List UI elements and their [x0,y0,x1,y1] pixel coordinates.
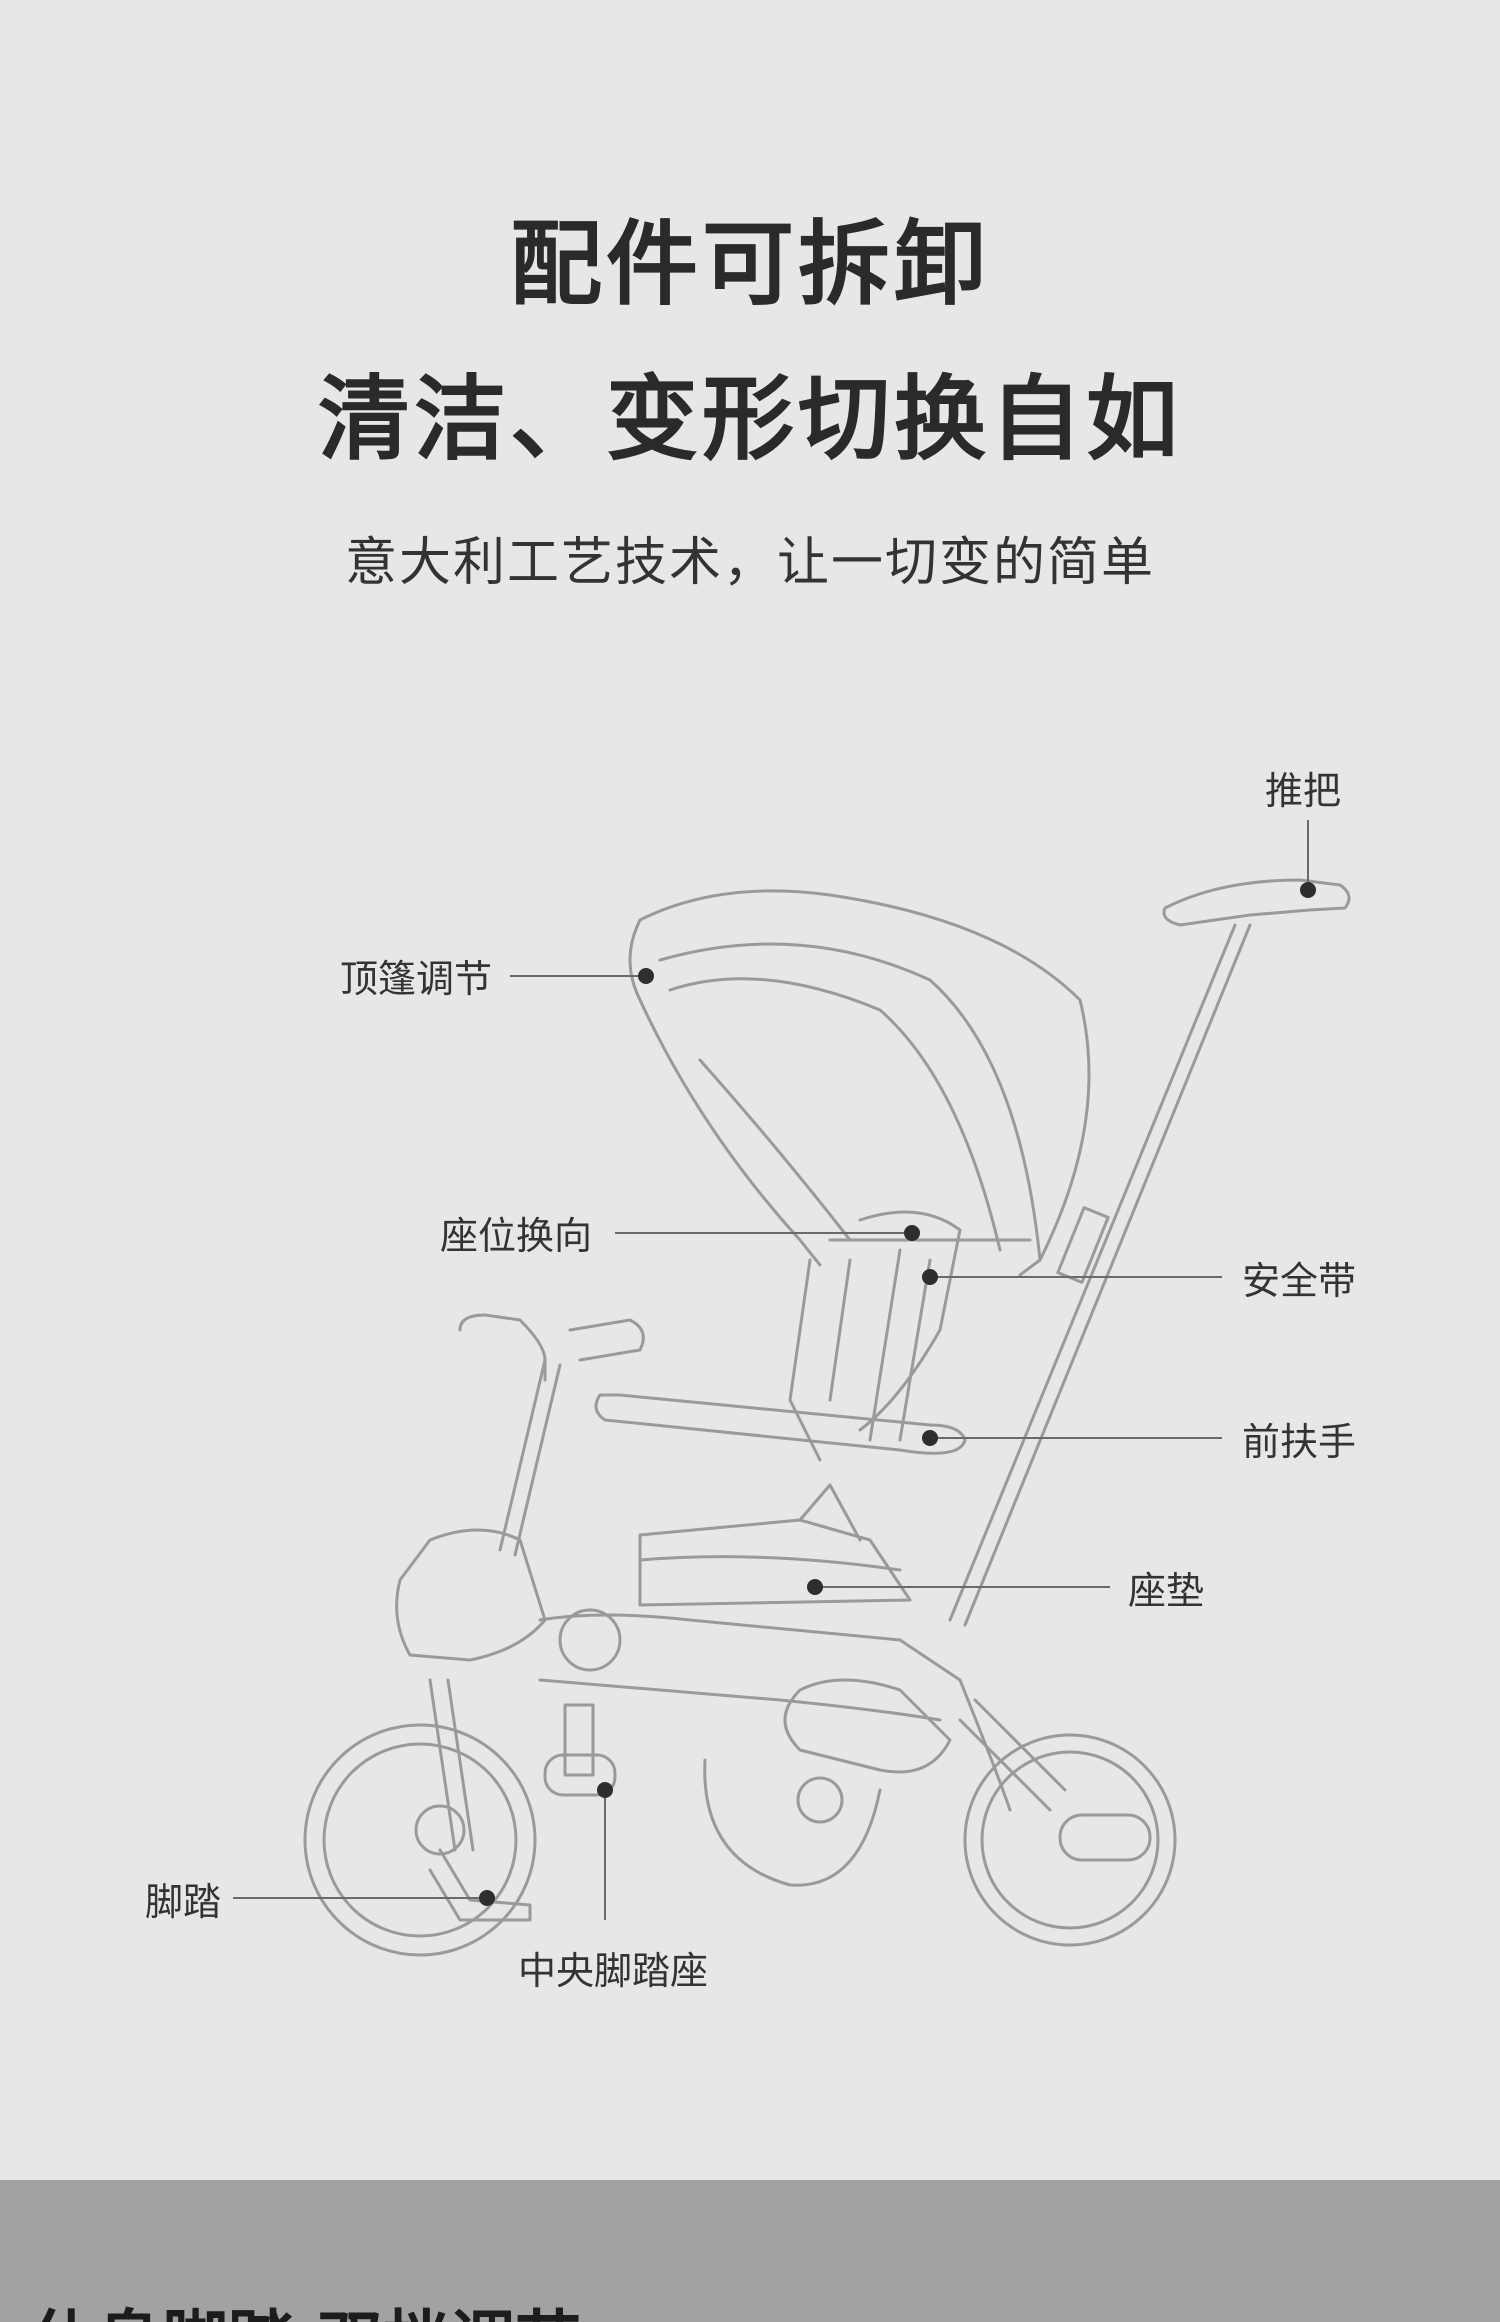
callout-dots [479,882,1316,1906]
title-line-2: 清洁、变形切换自如 [317,366,1182,473]
callout-center-footrest: 中央脚踏座 [518,1949,709,1993]
front-armrest-drawing [594,1393,967,1455]
subtitle: 意大利工艺技术，让一切变的简单 [344,533,1155,593]
callout-canopy-adjust: 顶篷调节 [340,957,493,1001]
callout-push-handle: 推把 [1265,769,1342,813]
callout-pedal: 脚踏 [145,1880,222,1924]
next-section-title: 休息脚踏 双档调节 [30,2288,581,2322]
frame-drawing [538,1608,1067,1812]
callout-front-armrest: 前扶手 [1242,1420,1357,1464]
seat-drawing [638,1210,962,1607]
middle-wheel-drawing [703,1758,882,1887]
callout-safety-belt: 安全带 [1242,1259,1357,1303]
callout-seat-cushion: 座垫 [1128,1569,1205,1613]
canopy-drawing [628,889,1091,1277]
callout-seat-reverse: 座位换向 [440,1214,593,1258]
handlebar-drawing [395,1313,645,1852]
next-section-band: 休息脚踏 双档调节 [0,2180,1500,2322]
rear-wheel-drawing [963,1733,1177,1947]
callout-leaders [233,820,1309,1920]
title-line-1: 配件可拆卸 [509,211,990,318]
push-bar-drawing [948,878,1351,1627]
front-wheel-drawing [303,1723,537,1957]
